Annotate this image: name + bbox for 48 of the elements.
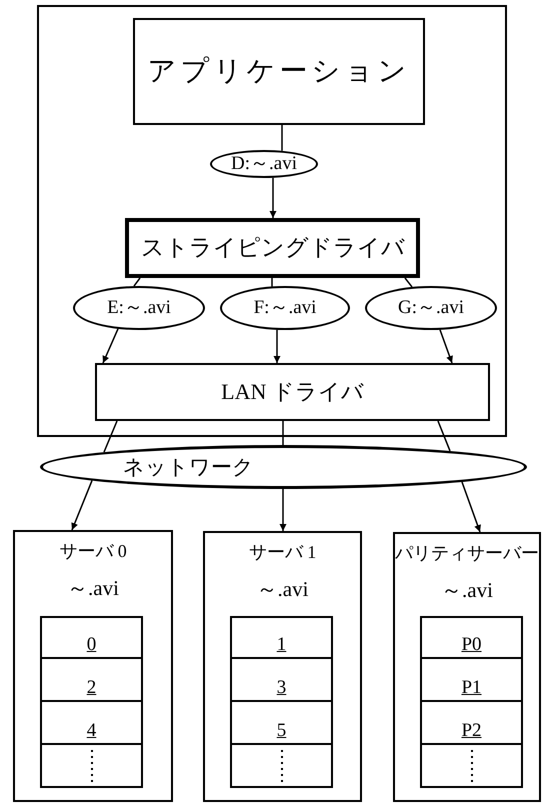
node-label: ストライピングドライバ xyxy=(141,234,405,262)
node-label: ネットワーク xyxy=(123,454,254,480)
server-title: サーバ 1 xyxy=(248,541,316,564)
block-number: 1 xyxy=(276,633,286,657)
connector-line xyxy=(282,421,284,445)
connector-line xyxy=(404,278,413,288)
server-box xyxy=(13,530,173,802)
block-number: 2 xyxy=(86,676,96,700)
process-box xyxy=(133,18,425,125)
block-number: P2 xyxy=(461,719,482,743)
server-title: パリティサーバー xyxy=(395,542,539,564)
file-name: ～.avi xyxy=(67,574,119,601)
driver-box xyxy=(95,363,490,421)
driver-box xyxy=(125,218,420,278)
server-box xyxy=(393,532,541,802)
server-title: サーバ 0 xyxy=(59,540,127,562)
network-ellipse xyxy=(40,445,527,489)
block-number: 3 xyxy=(276,676,286,700)
server-box xyxy=(203,531,362,802)
connector-line xyxy=(103,420,118,452)
block-number: 4 xyxy=(86,719,96,743)
connector-line xyxy=(271,278,273,286)
arrow xyxy=(71,480,93,530)
arrow xyxy=(274,330,280,363)
node-label: アプリケーション xyxy=(148,55,410,89)
file-name: ～.avi xyxy=(256,576,308,602)
arrow xyxy=(461,482,481,532)
arrow xyxy=(270,178,276,218)
node-label: F:～.avi xyxy=(254,296,316,320)
client-frame xyxy=(37,5,507,437)
arrow xyxy=(102,328,119,364)
node-label: D:～.avi xyxy=(231,152,297,176)
file-table xyxy=(420,616,523,788)
file-table xyxy=(40,616,143,788)
node-label: LAN ドライバ xyxy=(221,378,364,406)
connector-line xyxy=(133,278,141,287)
block-number: P1 xyxy=(461,676,482,700)
arrow xyxy=(280,489,286,531)
block-number: P0 xyxy=(461,633,482,657)
arrow xyxy=(439,330,453,364)
file-name: ～.avi xyxy=(441,576,493,603)
connector-line xyxy=(281,125,283,151)
node-label: E:～.avi xyxy=(107,296,171,320)
block-number: 5 xyxy=(276,719,286,743)
connector-line xyxy=(437,420,451,452)
block-number: 0 xyxy=(86,633,96,657)
file-table xyxy=(230,616,333,788)
node-label: G:～.avi xyxy=(398,296,464,320)
